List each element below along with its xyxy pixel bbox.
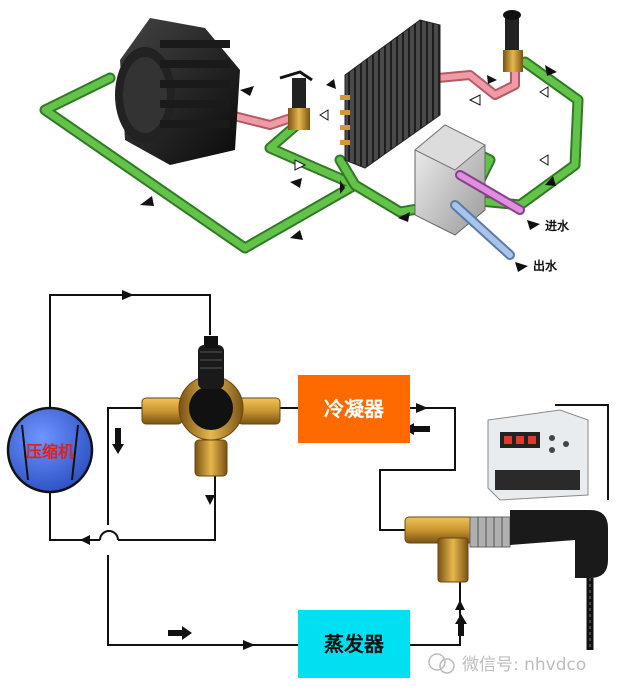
condenser-3d [340,19,441,169]
bottom-schematic: 压缩机 冷凝器 蒸发器 [6,290,609,678]
schematic-arrows [80,290,467,650]
valve-3d-left [279,70,313,130]
pressure-sensor [404,510,608,650]
watermark-text: 微信号: nhvdco [462,655,586,675]
water-out-label: 出水 [533,258,558,273]
flow-arrows-top-hollow [294,86,549,171]
compressor-3d [115,18,240,165]
evaporator-label: 蒸发器 [324,632,385,656]
flow-arrows-top [140,65,557,240]
valve-3d-right [503,10,523,72]
top-illustration: 进水 出水 [39,10,584,273]
compressor-symbol: 压缩机 [6,406,94,494]
water-pipes [450,170,525,260]
water-in-label: 进水 [545,218,570,233]
condenser-box: 冷凝器 [298,375,410,443]
water-out-arrow [515,262,528,272]
controller-device [487,409,589,501]
watermark: 微信号: nhvdco [428,653,586,675]
evaporator-box: 蒸发器 [298,610,410,678]
condenser-label: 冷凝器 [324,397,385,421]
evaporator-3d [414,124,486,236]
water-in-arrow [527,220,540,230]
expansion-valve [141,336,281,477]
compressor-label: 压缩机 [26,442,74,461]
